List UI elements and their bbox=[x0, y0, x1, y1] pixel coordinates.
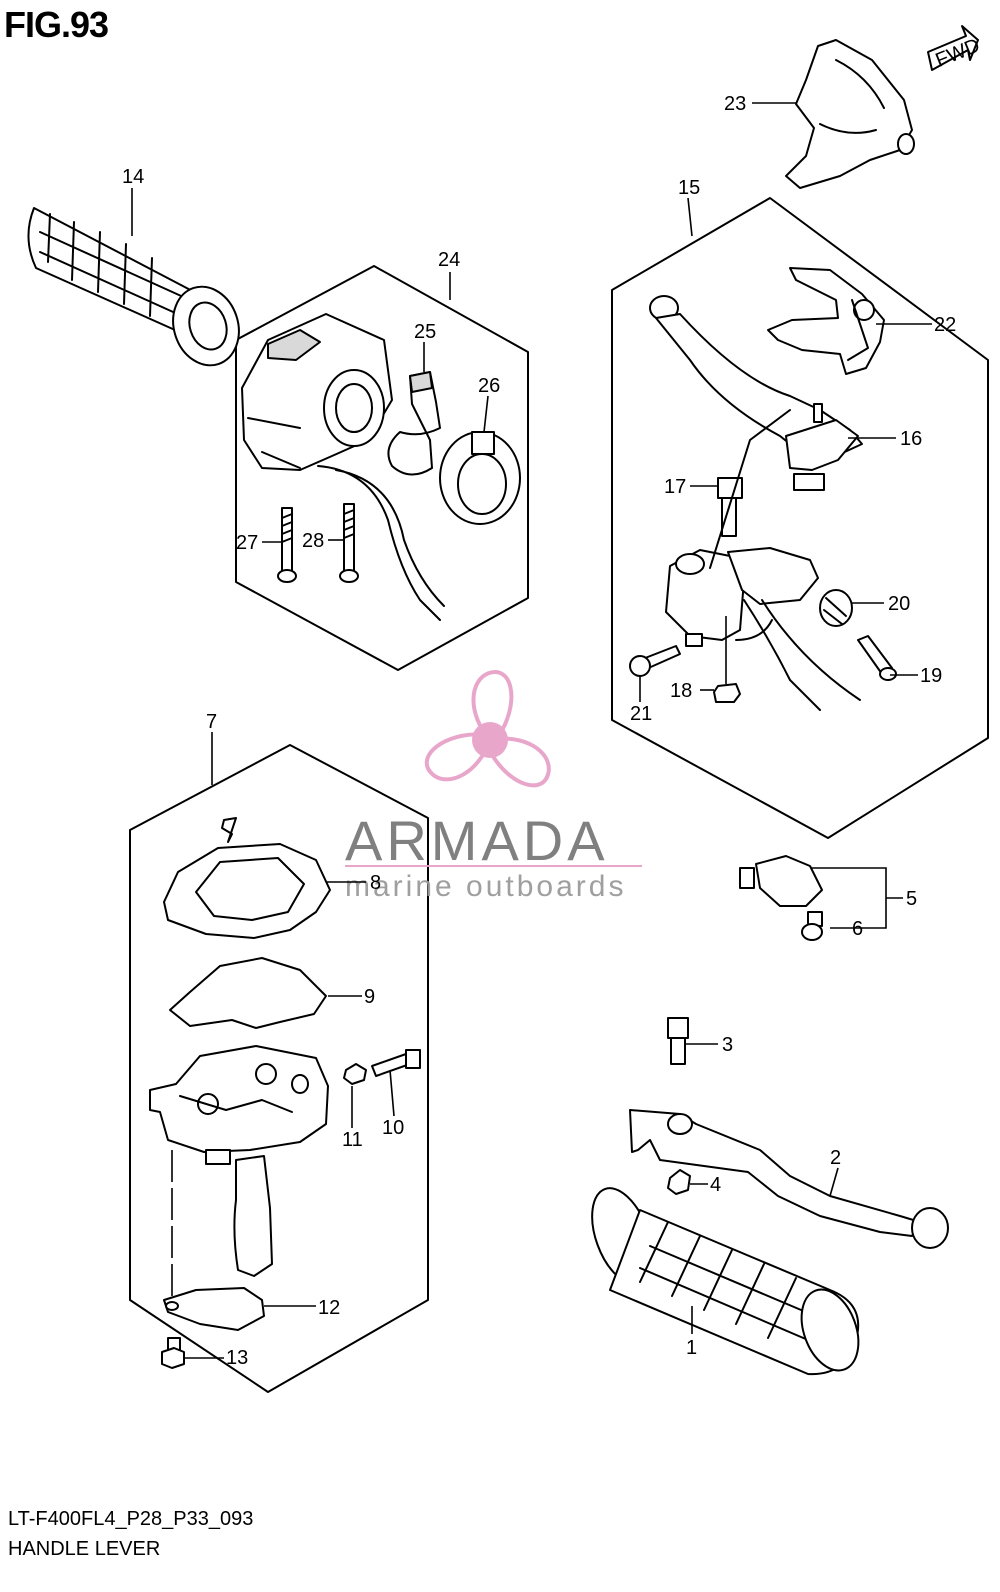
callout-19: 19 bbox=[920, 665, 942, 687]
part-8-cover bbox=[163, 817, 331, 939]
callout-13: 13 bbox=[226, 1347, 248, 1369]
armada-logo: ARMADA marine outboards bbox=[345, 670, 642, 903]
part-9-gasket bbox=[169, 957, 327, 1029]
callout-23: 23 bbox=[724, 93, 746, 115]
part-16-lever bbox=[649, 295, 863, 491]
callout-16: 16 bbox=[900, 428, 922, 450]
callout-20: 20 bbox=[888, 593, 910, 615]
part-16-master-body bbox=[665, 409, 861, 711]
part-28-screw bbox=[339, 503, 359, 583]
callout-22: 22 bbox=[934, 314, 956, 336]
fwd-arrow-icon: FWD bbox=[927, 25, 983, 72]
part-24-switch-housing bbox=[241, 313, 445, 621]
callout-15: 15 bbox=[678, 177, 700, 199]
part-27-screw bbox=[277, 507, 297, 583]
part-25-throttle-lever bbox=[387, 371, 441, 476]
callout-9: 9 bbox=[364, 986, 375, 1008]
part-11-nut bbox=[343, 1063, 367, 1085]
part-19-screw bbox=[857, 635, 897, 681]
logo-hub-icon bbox=[472, 722, 508, 758]
watermark-brand: ARMADA bbox=[345, 809, 609, 872]
figure-name: HANDLE LEVER bbox=[8, 1538, 161, 1560]
callout-21: 21 bbox=[630, 703, 652, 725]
callout-17: 17 bbox=[664, 476, 686, 498]
callout-25: 25 bbox=[414, 321, 436, 343]
callout-5: 5 bbox=[906, 888, 917, 910]
logo-blade-3 bbox=[424, 732, 493, 782]
callout-28: 28 bbox=[302, 530, 324, 552]
part-5-switch bbox=[739, 855, 823, 907]
part-7-housing bbox=[149, 1045, 329, 1277]
watermark-tagline: marine outboards bbox=[345, 870, 626, 903]
callout-4: 4 bbox=[710, 1174, 721, 1196]
assembly-box-7 bbox=[129, 744, 429, 1393]
part-20-reservoir-cap bbox=[819, 589, 853, 627]
callout-18: 18 bbox=[670, 680, 692, 702]
callout-8: 8 bbox=[370, 872, 381, 894]
callout-7: 7 bbox=[206, 711, 217, 733]
figure-title: FIG.93 bbox=[4, 4, 109, 45]
callout-14: 14 bbox=[122, 166, 144, 188]
leader-lines bbox=[131, 102, 932, 1359]
logo-blade-2 bbox=[487, 736, 551, 788]
model-code: LT-F400FL4_P28_P33_093 bbox=[8, 1508, 254, 1530]
part-6-screw bbox=[801, 911, 823, 941]
callout-11: 11 bbox=[342, 1129, 363, 1151]
assembly-box-15 bbox=[611, 197, 989, 839]
callout-6: 6 bbox=[852, 918, 863, 940]
assembly-box-24 bbox=[235, 265, 529, 671]
part-10-bolt bbox=[371, 1049, 421, 1077]
part-18-nut bbox=[713, 616, 741, 703]
callout-10: 10 bbox=[382, 1117, 404, 1139]
part-2-lever bbox=[629, 1109, 949, 1249]
callout-2: 2 bbox=[830, 1147, 841, 1169]
part-26-throttle-cover bbox=[439, 431, 521, 525]
part-14-left-grip bbox=[27, 207, 240, 367]
callout-27: 27 bbox=[236, 532, 258, 554]
part-23-cover bbox=[785, 39, 915, 189]
part-1-right-grip bbox=[591, 1187, 860, 1376]
part-22-bracket bbox=[767, 267, 885, 375]
part-4-nut bbox=[667, 1169, 691, 1195]
part-13-bolt bbox=[161, 1337, 185, 1369]
callout-3: 3 bbox=[722, 1034, 733, 1056]
callout-24: 24 bbox=[438, 249, 460, 271]
bracket-5-6 bbox=[806, 867, 903, 929]
callout-12: 12 bbox=[318, 1297, 340, 1319]
callout-labels: 1 2 3 4 5 6 7 8 9 10 11 12 13 14 15 16 1… bbox=[122, 93, 956, 1369]
part-3-bolt bbox=[667, 1017, 689, 1065]
part-21-bolt bbox=[629, 645, 681, 677]
part-12-plate bbox=[163, 1150, 265, 1331]
logo-blade-1 bbox=[471, 670, 514, 743]
callout-1: 1 bbox=[686, 1337, 697, 1359]
callout-26: 26 bbox=[478, 375, 500, 397]
